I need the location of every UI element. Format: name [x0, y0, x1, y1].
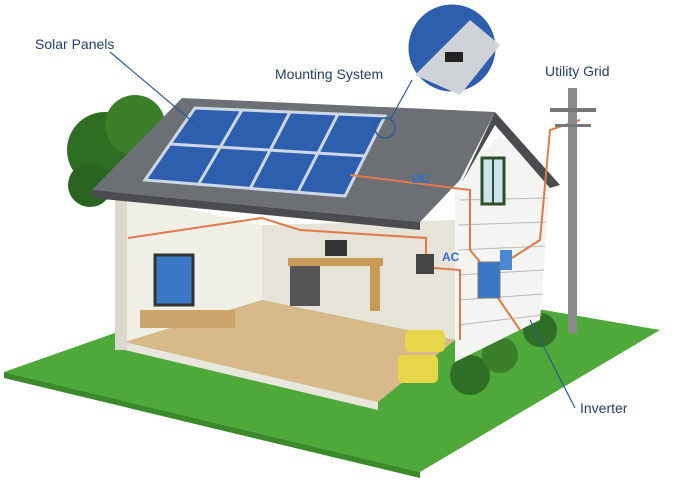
- solar-panel-array: [142, 106, 388, 198]
- inverter-box: [477, 261, 501, 299]
- utility-pole: [550, 88, 596, 333]
- side-wall: [455, 135, 550, 362]
- mounting-system-inset: [374, 1, 500, 139]
- label-inverter: Inverter: [580, 400, 628, 416]
- leader-lines: [109, 51, 576, 409]
- meter: [416, 254, 434, 274]
- desk-with-computer: [288, 240, 383, 311]
- label-solar-panels: Solar Panels: [35, 36, 115, 52]
- armchairs: [398, 330, 445, 383]
- label-mounting-system: Mounting System: [275, 66, 384, 82]
- label-ac: AC: [442, 250, 460, 264]
- tv: [153, 253, 195, 307]
- bench: [140, 310, 235, 328]
- label-dc: DC: [412, 172, 430, 186]
- label-utility-grid: Utility Grid: [545, 63, 610, 79]
